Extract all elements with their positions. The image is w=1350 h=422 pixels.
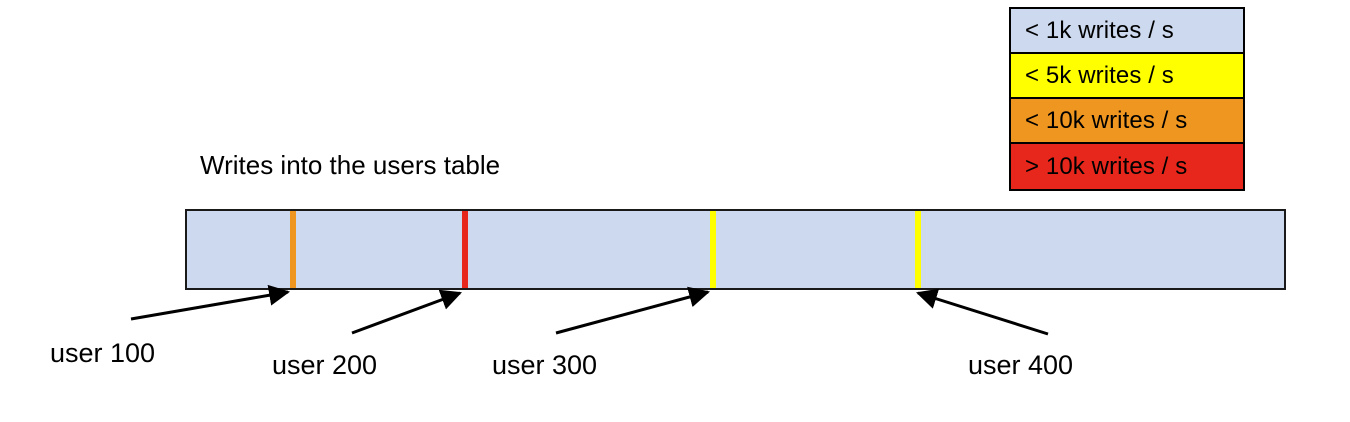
arrow-user-400 bbox=[915, 288, 1049, 336]
arrow-user-200 bbox=[351, 289, 462, 335]
marker-stripe-user-100 bbox=[290, 211, 297, 288]
label-user-100: user 100 bbox=[50, 338, 156, 368]
label-user-300: user 300 bbox=[492, 350, 598, 380]
marker-stripe-user-400 bbox=[915, 211, 922, 288]
label-user-200: user 200 bbox=[272, 350, 378, 380]
legend-label: < 10k writes / s bbox=[1025, 106, 1188, 134]
arrow-user-100 bbox=[130, 284, 291, 321]
legend-label: < 5k writes / s bbox=[1025, 61, 1174, 89]
legend-row-lt-10k: < 10k writes / s bbox=[1011, 99, 1243, 144]
chart-title: Writes into the users table bbox=[200, 150, 501, 180]
users-table-keyspace-bar bbox=[185, 209, 1286, 290]
write-throughput-legend: < 1k writes / s < 5k writes / s < 10k wr… bbox=[1009, 7, 1245, 191]
marker-stripe-user-200 bbox=[462, 211, 469, 288]
legend-label: > 10k writes / s bbox=[1025, 152, 1188, 180]
legend-row-lt-5k: < 5k writes / s bbox=[1011, 54, 1243, 99]
legend-row-gt-10k: > 10k writes / s bbox=[1011, 144, 1243, 189]
label-user-400: user 400 bbox=[968, 350, 1074, 380]
arrow-user-300 bbox=[555, 286, 711, 335]
legend-row-lt-1k: < 1k writes / s bbox=[1011, 9, 1243, 54]
legend-label: < 1k writes / s bbox=[1025, 16, 1174, 44]
marker-stripe-user-300 bbox=[710, 211, 717, 288]
